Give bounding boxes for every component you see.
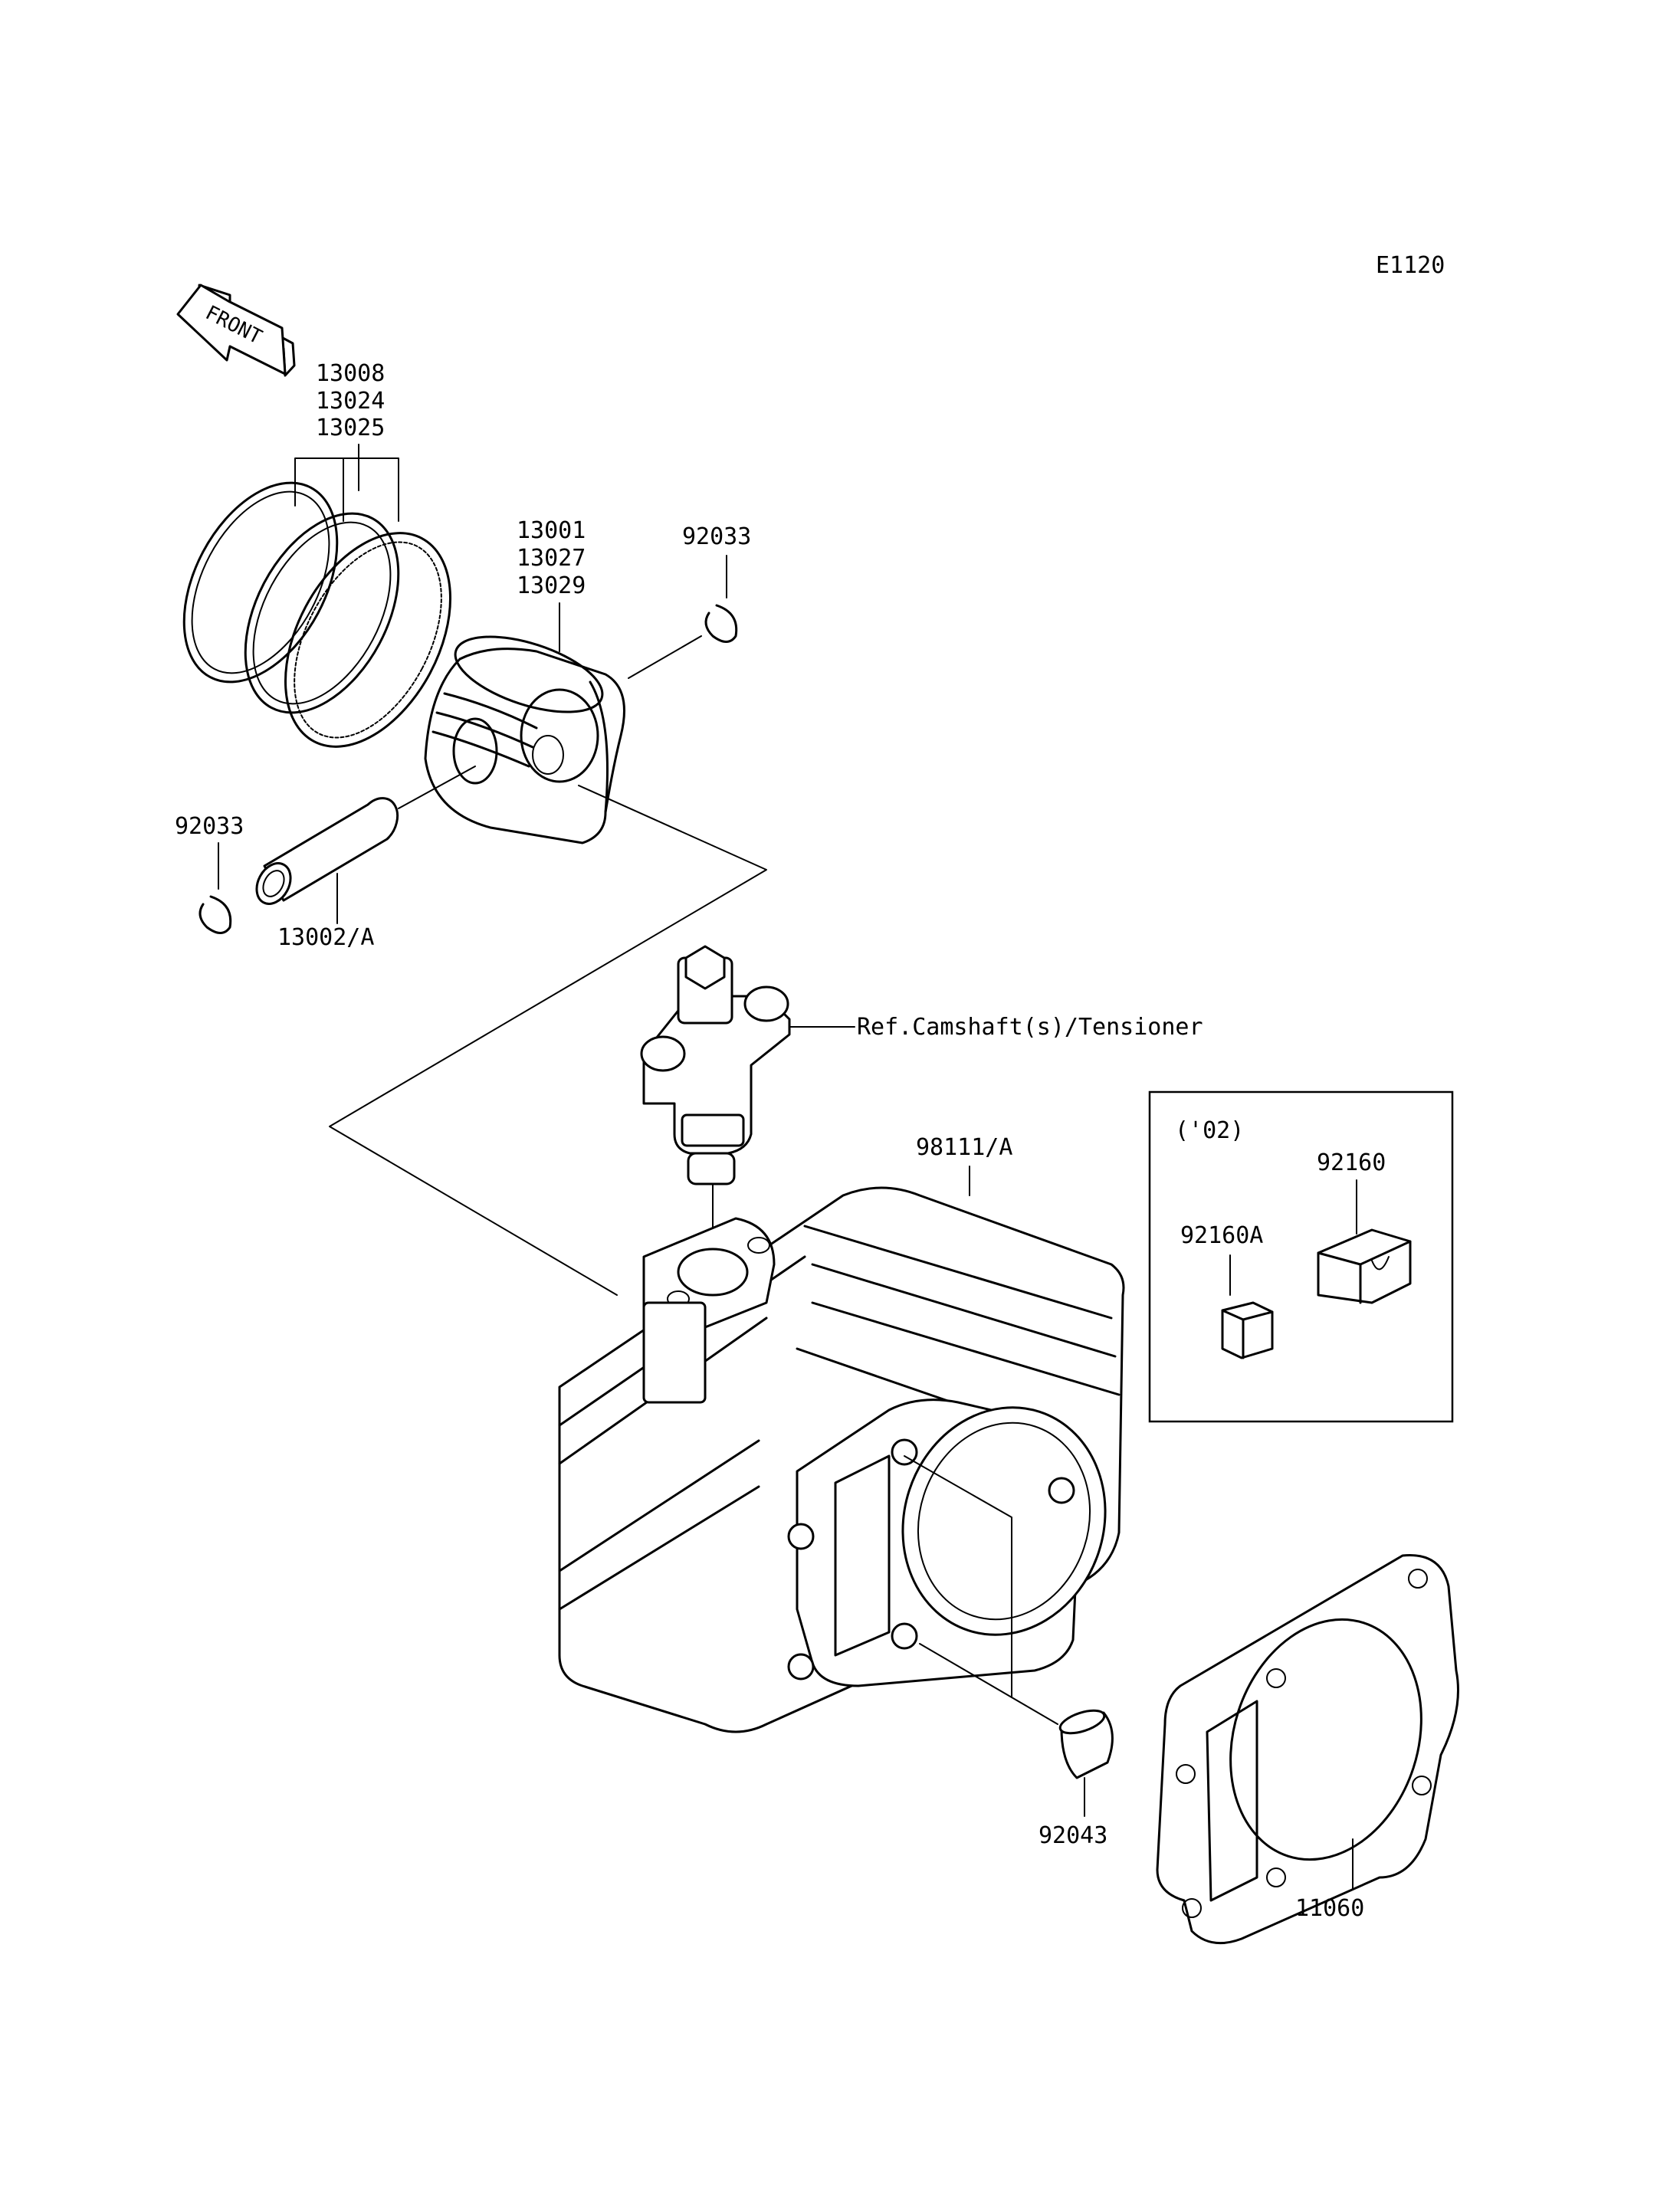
- inset-part-b-number: 92160A: [1180, 1222, 1263, 1249]
- circlip-left-label: 92033: [175, 813, 244, 890]
- dowel-pin: [1058, 1709, 1114, 1817]
- piston-pin: [255, 766, 476, 905]
- piston-ring-part-number-3: 13025: [316, 415, 385, 441]
- diagram-code: E1120: [1376, 252, 1445, 279]
- piston-part-number-2: 13027: [517, 545, 586, 572]
- tensioner-reference-label: Ref.Camshaft(s)/Tensioner: [857, 1014, 1203, 1041]
- piston-rings: [182, 481, 452, 748]
- circlip-left-part-number: 92033: [175, 813, 244, 840]
- dowel-pin-part-number: 92043: [1039, 1822, 1107, 1849]
- front-direction-arrow-icon: FRONT: [176, 284, 296, 377]
- circlip-left: [199, 895, 232, 934]
- head-gasket: [1156, 1554, 1459, 1945]
- cylinder-part-number: 98111/A: [916, 1134, 1012, 1161]
- circlip-right-part-number: 92033: [682, 523, 751, 550]
- head-gasket-part-number: 11060: [1295, 1895, 1364, 1922]
- circlip-right: [704, 604, 738, 643]
- piston-label: 13001 13027 13029: [517, 517, 586, 652]
- piston-part-number-1: 13001: [517, 517, 586, 544]
- cam-chain-tensioner: Ref.Camshaft(s)/Tensioner: [640, 945, 1203, 1258]
- piston-ring-part-number-2: 13024: [316, 388, 385, 415]
- piston-pin-part-number: 13002/A: [277, 924, 374, 951]
- cylinder-label: 98111/A: [916, 1134, 1012, 1196]
- inset-part-a: [1317, 1228, 1412, 1304]
- year-variant-inset: ('02) 92160 92160A: [1148, 1090, 1454, 1423]
- inset-part-b: [1221, 1301, 1274, 1359]
- piston-pin-label: 13002/A: [277, 873, 374, 951]
- piston-part-number-3: 13029: [517, 572, 586, 599]
- piston: [424, 635, 625, 844]
- piston-rings-label: 13008 13024 13025: [294, 360, 399, 522]
- piston-ring-part-number-1: 13008: [316, 360, 385, 387]
- inset-part-a-number: 92160: [1317, 1149, 1386, 1176]
- circlip-right-label: 92033: [682, 523, 751, 598]
- inset-year-label: ('02): [1175, 1117, 1244, 1144]
- cylinder-block: [558, 1186, 1125, 1733]
